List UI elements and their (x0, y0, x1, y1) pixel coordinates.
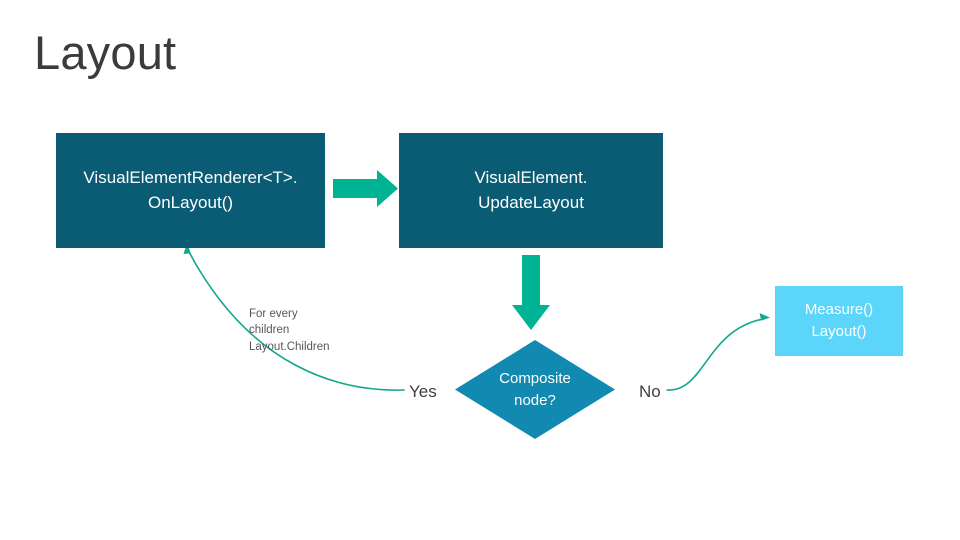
process-box-label: Measure() Layout() (804, 301, 874, 340)
process-box-label: VisualElementRenderer<T>. OnLayout() (83, 168, 298, 212)
process-box-visualelement-updatelayout[interactable]: VisualElement. UpdateLayout (399, 133, 663, 248)
branch-label-no: No (639, 382, 661, 401)
branch-label-yes: Yes (409, 382, 437, 401)
decision-composite-node[interactable]: Composite node? (455, 340, 615, 439)
arrow-updatelayout-to-decision (512, 255, 550, 330)
process-box-measure-layout[interactable]: Measure() Layout() (775, 286, 903, 356)
process-box-label: VisualElement. UpdateLayout (474, 168, 588, 212)
process-box-visualelementrenderer-onlayout[interactable]: VisualElementRenderer<T>. OnLayout() (56, 133, 325, 248)
loop-annotation-text: For every children Layout.Children (249, 308, 330, 353)
page-title: Layout (34, 26, 177, 79)
arrow-decision-no-to-measure (666, 313, 770, 391)
arrow-renderer-to-updatelayout (333, 170, 398, 207)
diamond-shape (455, 340, 615, 439)
